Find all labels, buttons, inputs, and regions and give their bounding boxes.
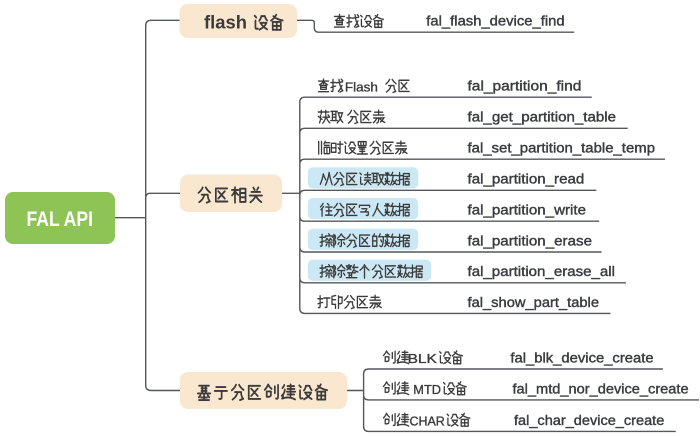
svg-text:fal_char_device_create: fal_char_device_create [514, 413, 664, 428]
svg-text:fal_partition_write: fal_partition_write [468, 203, 587, 218]
svg-text:MTD: MTD [413, 382, 441, 397]
svg-text:fal_partition_erase_all: fal_partition_erase_all [468, 264, 616, 279]
svg-text:fal_flash_device_find: fal_flash_device_find [426, 14, 564, 29]
svg-text:fal_partition_find: fal_partition_find [468, 79, 582, 94]
svg-text:fal_partition_erase: fal_partition_erase [468, 233, 593, 248]
svg-text:fal_partition_read: fal_partition_read [468, 172, 585, 187]
svg-text:fal_set_partition_table_temp: fal_set_partition_table_temp [468, 141, 656, 156]
svg-text:BLK: BLK [408, 351, 438, 366]
svg-text:FAL API: FAL API [27, 207, 94, 231]
svg-text:CHAR: CHAR [410, 414, 445, 429]
svg-text:fal_get_partition_table: fal_get_partition_table [468, 110, 617, 125]
svg-text:fal_mtd_nor_device_create: fal_mtd_nor_device_create [513, 381, 689, 396]
svg-text:Flash: Flash [345, 79, 378, 94]
svg-text:flash: flash [204, 12, 247, 32]
svg-text:fal_blk_device_create: fal_blk_device_create [510, 350, 653, 365]
svg-text:fal_show_part_table: fal_show_part_table [468, 295, 600, 310]
